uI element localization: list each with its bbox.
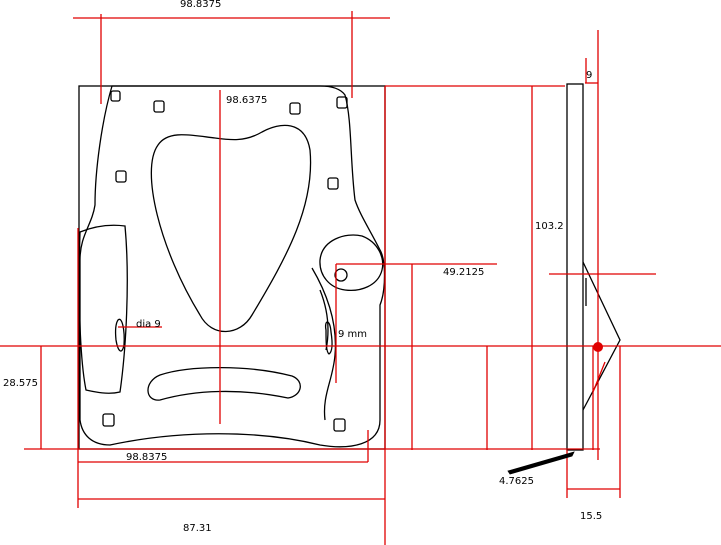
mount-hole xyxy=(153,100,165,113)
mount-hole xyxy=(110,90,121,102)
dim-left-height: 28.575 xyxy=(3,378,38,389)
mount-hole xyxy=(115,170,127,183)
center-point-marker xyxy=(593,342,603,352)
dim-top-width: 98.8375 xyxy=(180,0,221,10)
dim-thickness: 9 xyxy=(586,70,592,81)
leader-arrow xyxy=(507,451,575,475)
central-cutout xyxy=(150,124,312,333)
part-outline xyxy=(78,83,621,451)
left-slot xyxy=(114,318,125,352)
dim-hole-diameter: dia 9 xyxy=(136,319,161,330)
dim-side-depth: 15.5 xyxy=(580,511,602,522)
dim-inner-width: 98.6375 xyxy=(226,95,267,106)
outer-frame xyxy=(78,85,386,450)
dim-slot-width: 9 mm xyxy=(338,329,367,340)
dim-offset: 49.2125 xyxy=(443,267,484,278)
dim-overall-width: 87.31 xyxy=(183,523,212,534)
left-leg xyxy=(78,224,128,394)
bottom-slot xyxy=(147,366,301,401)
dimension-lines xyxy=(0,11,721,545)
mount-hole xyxy=(289,102,301,115)
mount-hole xyxy=(102,413,115,427)
mount-hole xyxy=(336,96,348,109)
mount-hole xyxy=(333,418,346,432)
lobe-hole xyxy=(334,268,348,282)
side-view-tab xyxy=(582,261,621,411)
dim-height: 103.2 xyxy=(535,221,564,232)
dim-tab: 4.7625 xyxy=(499,476,534,487)
right-slot xyxy=(324,321,333,355)
dim-bottom-width: 98.8375 xyxy=(126,452,167,463)
plate-body xyxy=(79,85,386,448)
side-view-plate xyxy=(566,83,584,451)
right-lobe xyxy=(319,234,384,292)
mount-hole xyxy=(327,177,339,190)
